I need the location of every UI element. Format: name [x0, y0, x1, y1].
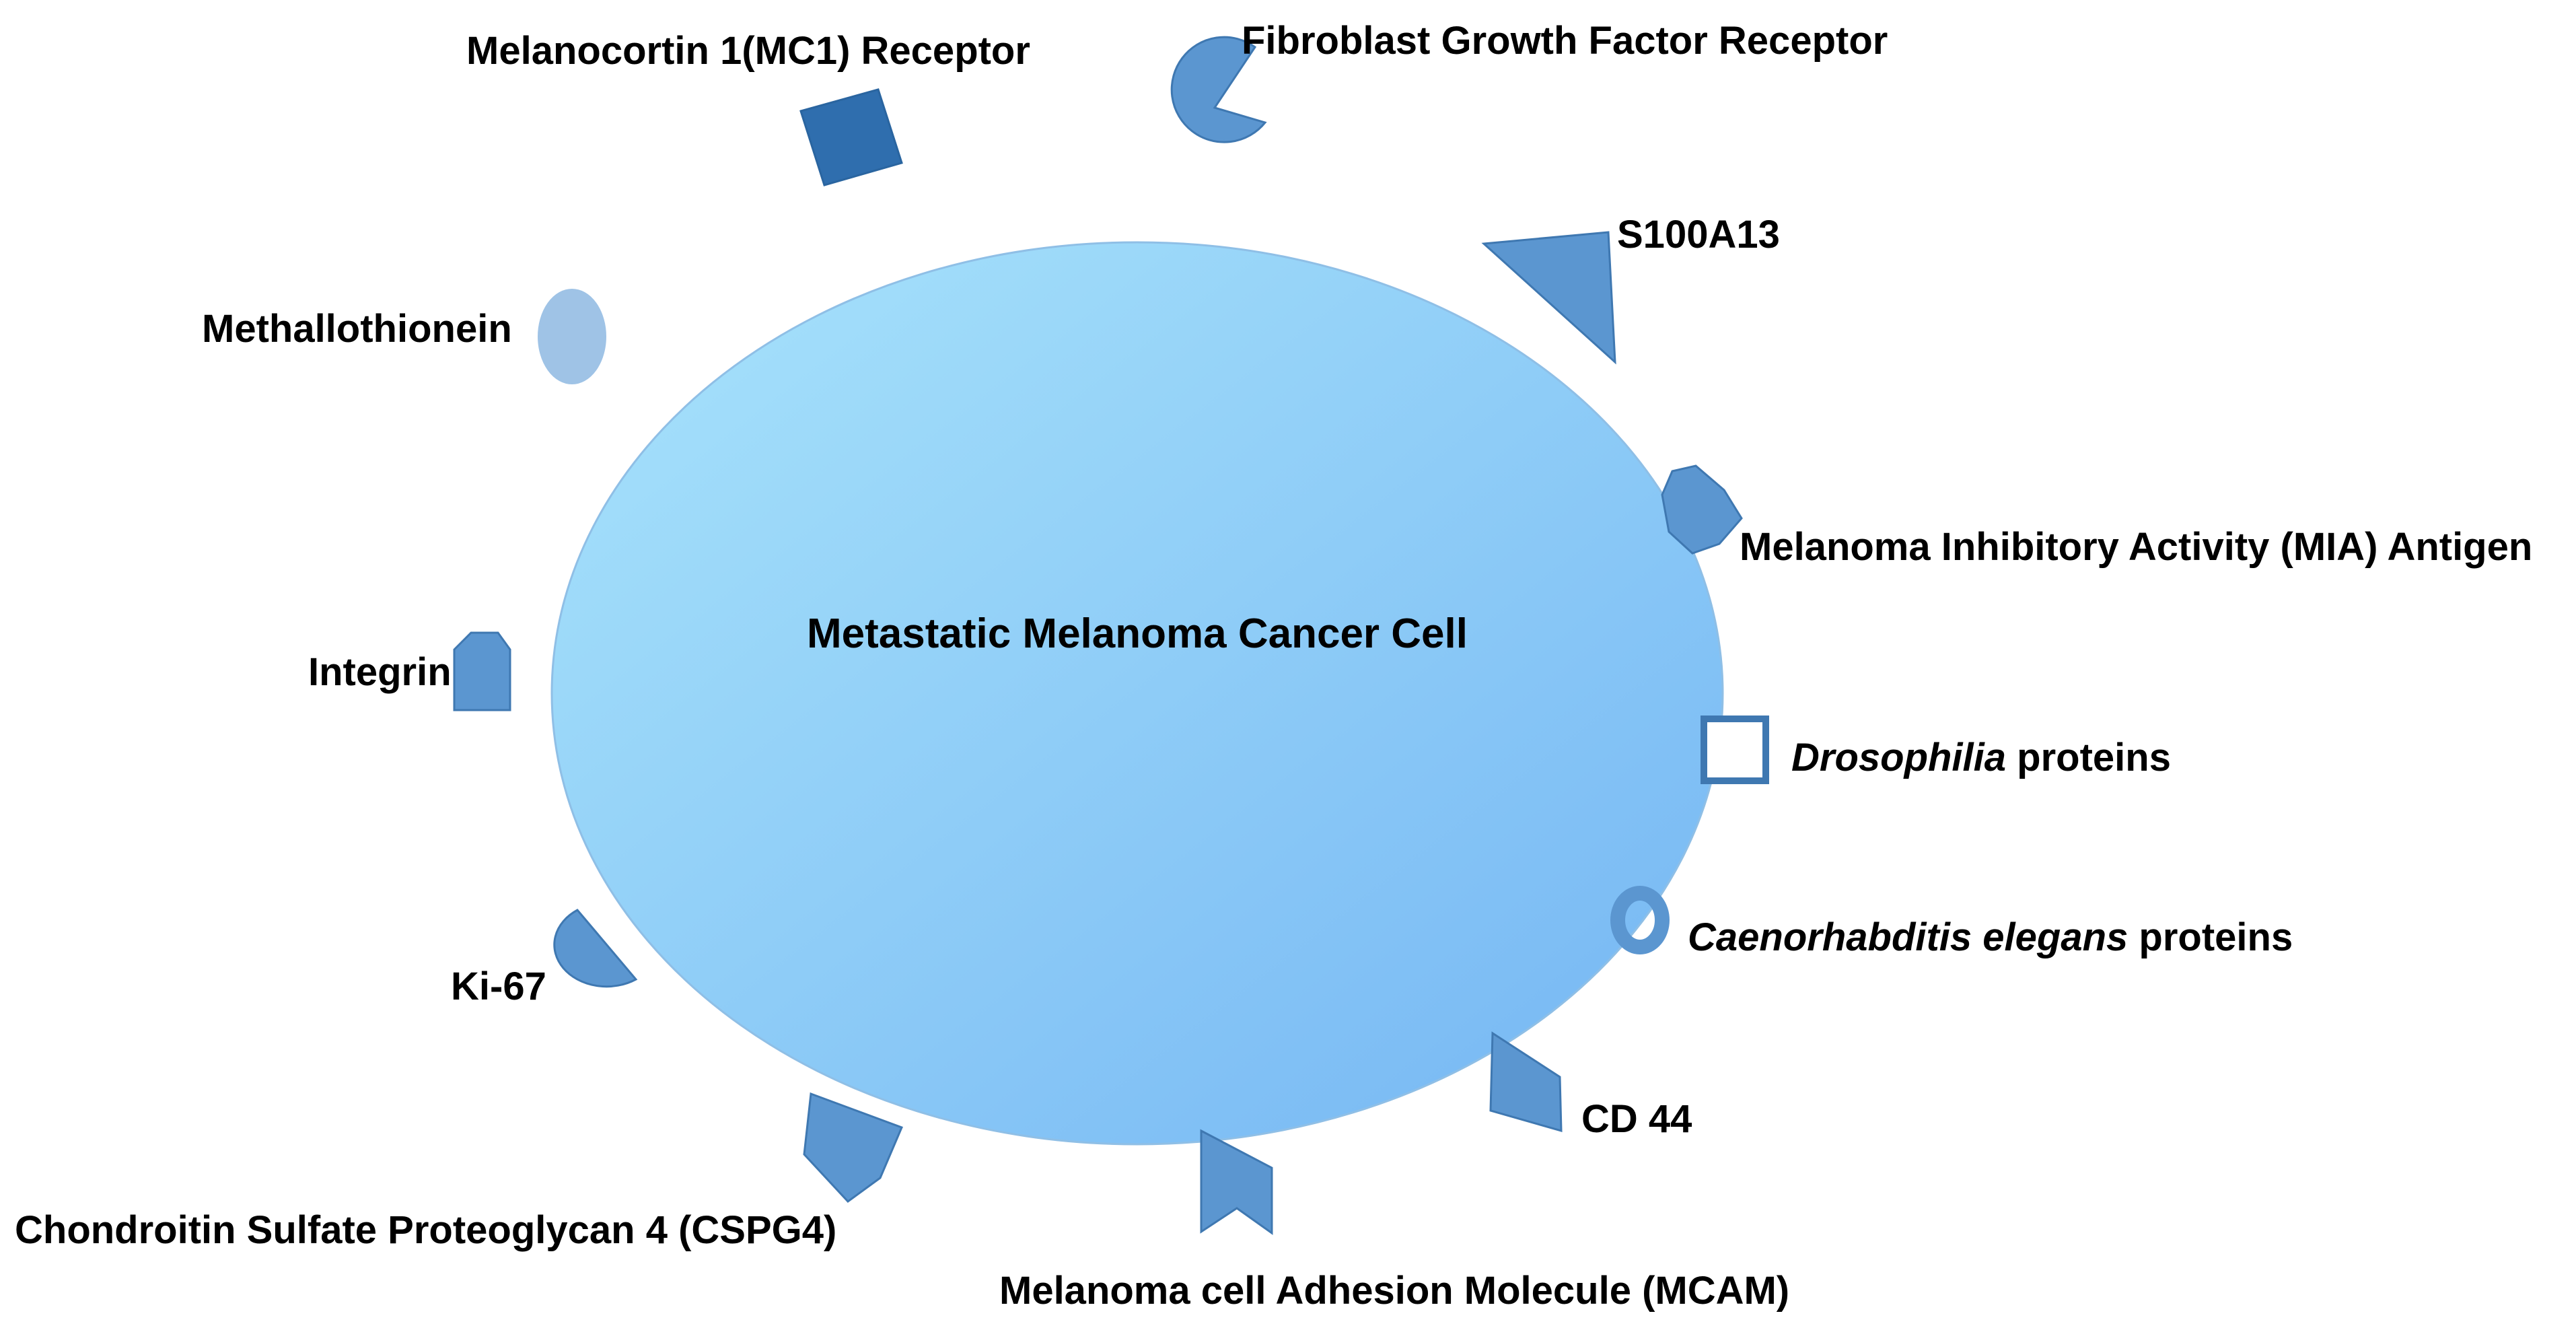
integrin-pentagon-icon: [453, 631, 511, 711]
celegans-ring-icon: [1610, 886, 1670, 954]
integrin-label: Integrin: [308, 650, 452, 694]
cd44-label: CD 44: [1581, 1097, 1692, 1141]
mc1-receptor-square-icon: [799, 88, 903, 186]
fgfr-pacman-icon: [1170, 36, 1267, 143]
celegans-italic-text: Caenorhabditis elegans: [1688, 915, 2128, 959]
cspg4-label: Chondroitin Sulfate Proteoglycan 4 (CSPG…: [15, 1208, 836, 1252]
methallothionein-label: Methallothionein: [202, 307, 512, 351]
drosophilia-label: Drosophilia proteins: [1791, 736, 2171, 779]
celegans-rest-text: proteins: [2128, 915, 2293, 959]
cd44-quadrilateral-icon: [1489, 1031, 1563, 1133]
mcam-label: Melanoma cell Adhesion Molecule (MCAM): [999, 1269, 1789, 1313]
mcam-chevron-icon: [1200, 1129, 1273, 1235]
methallothionein-oval-icon: [538, 289, 606, 384]
ki67-half-circle-icon: [553, 909, 638, 988]
fgfr-label: Fibroblast Growth Factor Receptor: [1242, 19, 1888, 63]
s100a13-triangle-icon: [1481, 231, 1616, 365]
drosophilia-rest-text: proteins: [2006, 736, 2171, 779]
ki67-label: Ki-67: [451, 965, 546, 1008]
cell-label: Metastatic Melanoma Cancer Cell: [807, 610, 1468, 657]
mia-antigen-label: Melanoma Inhibitory Activity (MIA) Antig…: [1740, 525, 2532, 569]
drosophilia-hollow-square-icon: [1701, 716, 1769, 784]
mc1-receptor-label: Melanocortin 1(MC1) Receptor: [466, 29, 1030, 73]
cspg4-pentagon-icon: [803, 1092, 903, 1203]
mia-antigen-octagon-icon: [1661, 464, 1743, 555]
drosophilia-italic-text: Drosophilia: [1791, 736, 2006, 779]
cancer-cell-body: [550, 241, 1724, 1146]
s100a13-label: S100A13: [1617, 213, 1780, 256]
celegans-label: Caenorhabditis elegans proteins: [1688, 915, 2293, 959]
